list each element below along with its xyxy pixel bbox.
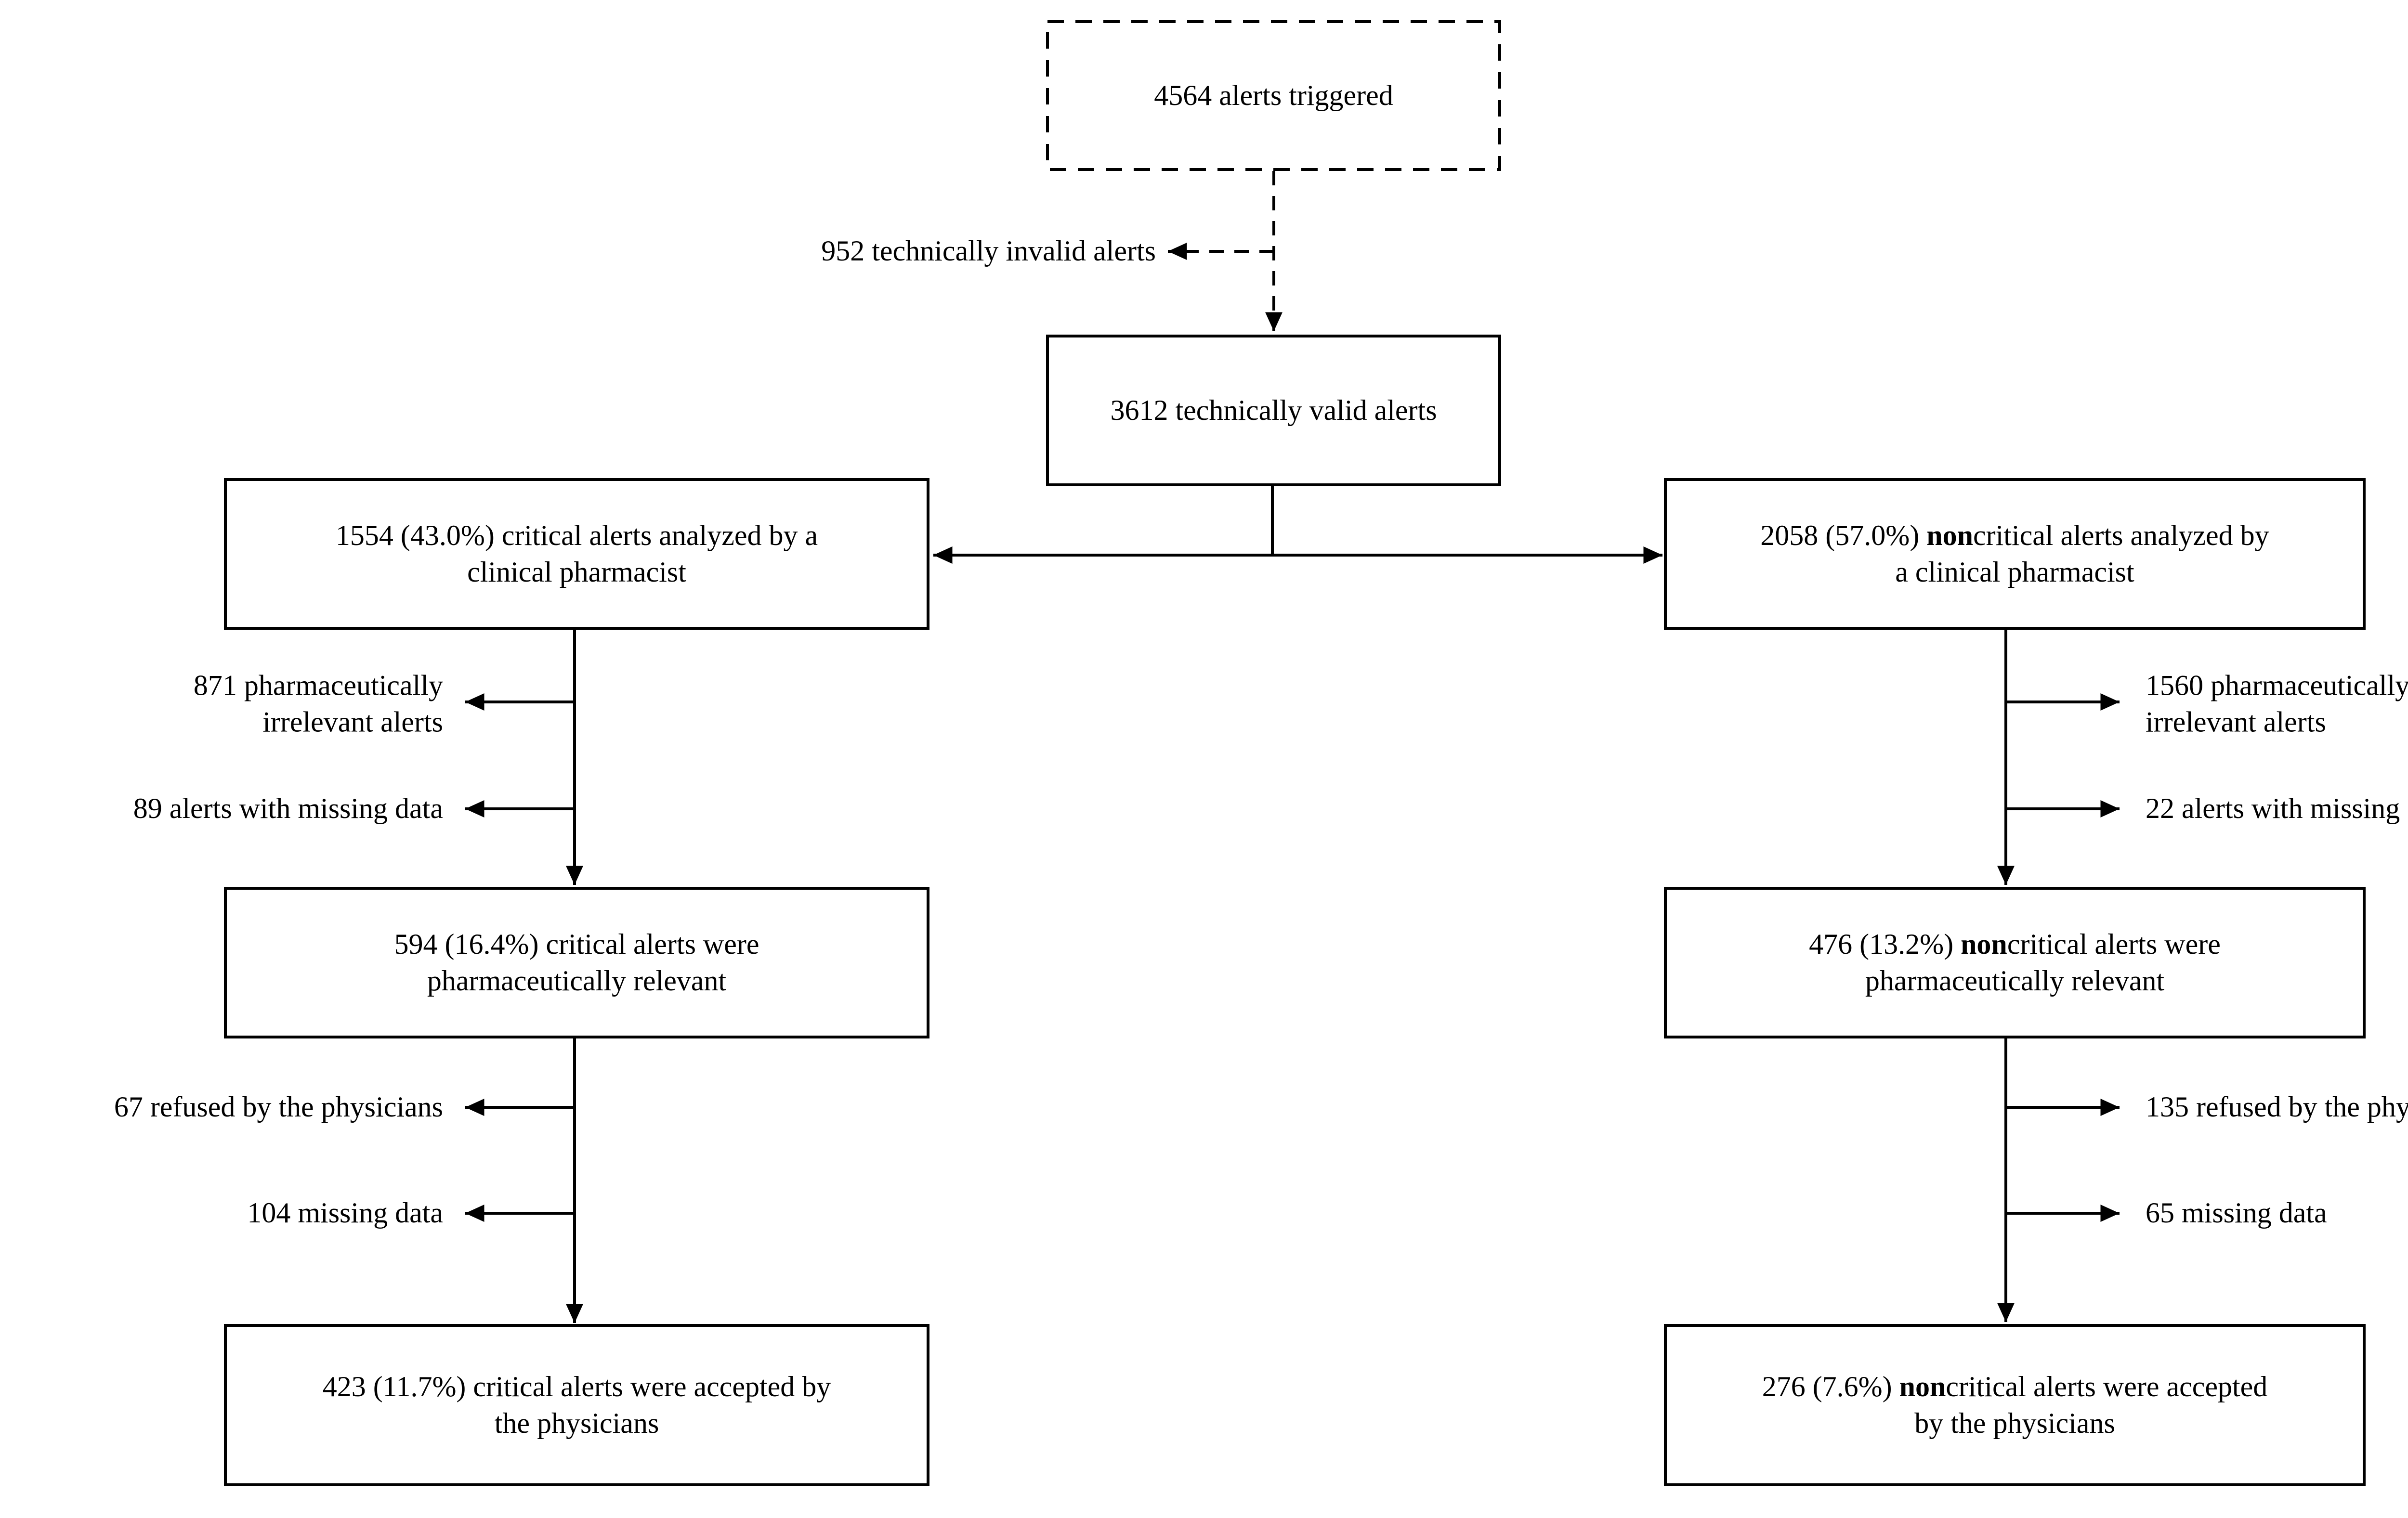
critical-missing-label: 89 alerts with missing data — [133, 792, 443, 825]
critical-analyzed-box: 1554 (43.0%) critical alerts analyzed by… — [224, 478, 929, 630]
noncritical-analyzed-text: 2058 (57.0%) noncritical alerts analyzed… — [1760, 519, 2269, 588]
triggered-box: 4564 alerts triggered — [1046, 20, 1501, 171]
critical-accepted-box: 423 (11.7%) critical alerts were accepte… — [224, 1324, 929, 1486]
noncritical-refused-label: 135 refused by the physicians — [2146, 1091, 2408, 1123]
invalid-alerts-label: 952 technically invalid alerts — [821, 235, 1156, 267]
noncritical-irrelevant-label: 1560 pharmaceutically irrelevant alerts — [2146, 669, 2408, 738]
critical-analyzed-text: 1554 (43.0%) critical alerts analyzed by… — [335, 519, 818, 588]
triggered-box-text: 4564 alerts triggered — [1154, 79, 1393, 111]
noncritical-analyzed-box: 2058 (57.0%) noncritical alerts analyzed… — [1664, 478, 2366, 630]
critical-irrelevant-label: 871 pharmaceutically irrelevant alerts — [193, 669, 443, 738]
valid-box-text: 3612 technically valid alerts — [1110, 394, 1437, 426]
critical-relevant-text: 594 (16.4%) critical alerts were pharmac… — [394, 928, 759, 997]
noncritical-accepted-box: 276 (7.6%) noncritical alerts were accep… — [1664, 1324, 2366, 1486]
noncritical-relevant-box: 476 (13.2%) noncritical alerts were phar… — [1664, 887, 2366, 1038]
noncritical-relevant-text: 476 (13.2%) noncritical alerts were phar… — [1809, 928, 2221, 997]
noncritical-accepted-text: 276 (7.6%) noncritical alerts were accep… — [1762, 1370, 2268, 1439]
critical-missing2-label: 104 missing data — [247, 1197, 443, 1229]
critical-accepted-text: 423 (11.7%) critical alerts were accepte… — [322, 1370, 831, 1439]
critical-relevant-box: 594 (16.4%) critical alerts were pharmac… — [224, 887, 929, 1038]
noncritical-missing2-label: 65 missing data — [2146, 1197, 2327, 1229]
noncritical-missing-label: 22 alerts with missing data — [2146, 792, 2408, 825]
triggered-box-outline — [1046, 20, 1501, 171]
critical-refused-label: 67 refused by the physicians — [114, 1091, 443, 1123]
valid-box: 3612 technically valid alerts — [1046, 335, 1501, 486]
